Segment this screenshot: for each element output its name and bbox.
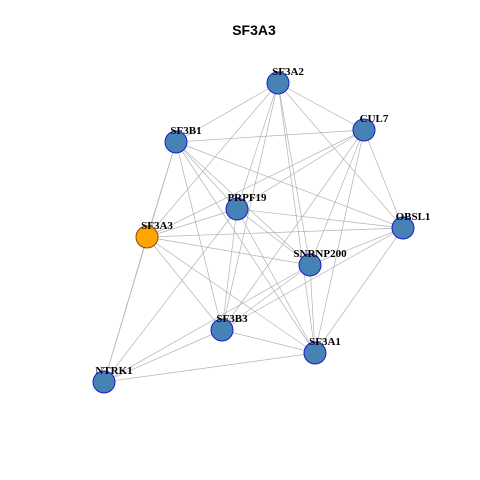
node-cul7[interactable]: [352, 118, 376, 142]
edge-obsl1-sf3a1: [314, 227, 404, 354]
edge-sf3a2-prpf19: [236, 82, 279, 210]
edge-sf3a2-sf3b3: [221, 82, 279, 331]
node-label-sf3a3: SF3A3: [141, 220, 173, 232]
edge-cul7-obsl1: [363, 129, 404, 229]
edge-obsl1-sf3b3: [221, 227, 404, 331]
edge-cul7-sf3b1: [175, 129, 365, 143]
node-label-sf3b3: SF3B3: [216, 313, 248, 325]
edge-snrnp200-sf3a1: [309, 264, 316, 354]
node-label-ntrk1: NTRK1: [95, 365, 132, 377]
node-snrnp200[interactable]: [298, 253, 322, 277]
edge-prpf19-sf3b3: [221, 208, 238, 331]
edge-sf3a2-sf3b1: [175, 82, 279, 143]
node-label-snrnp200: SNRNP200: [293, 248, 347, 260]
edge-cul7-sf3b3: [221, 129, 365, 331]
node-sf3a3[interactable]: [135, 225, 159, 249]
edge-sf3b1-prpf19: [175, 141, 238, 210]
edge-cul7-prpf19: [236, 129, 365, 210]
edge-sf3b1-sf3b3: [175, 141, 223, 331]
node-label-prpf19: PRPF19: [227, 192, 267, 204]
edge-prpf19-obsl1: [236, 208, 404, 229]
node-label-sf3a2: SF3A2: [272, 66, 304, 78]
edge-snrnp200-ntrk1: [103, 264, 311, 383]
edge-sf3a2-snrnp200: [277, 82, 311, 266]
edge-sf3a2-sf3a1: [277, 82, 316, 354]
node-label-cul7: CUL7: [360, 113, 389, 125]
node-prpf19[interactable]: [225, 197, 249, 221]
node-sf3a1[interactable]: [303, 341, 327, 365]
edge-sf3a3-snrnp200: [146, 236, 311, 266]
edge-sf3b1-obsl1: [175, 141, 404, 229]
node-label-sf3b1: SF3B1: [170, 125, 201, 137]
edge-snrnp200-sf3b3: [221, 264, 311, 331]
nodes-layer: [92, 71, 415, 394]
edge-sf3b3-sf3a1: [221, 329, 316, 354]
edge-prpf19-sf3a1: [236, 208, 316, 354]
edge-prpf19-snrnp200: [236, 208, 311, 266]
graph-title: SF3A3: [232, 22, 276, 38]
edge-sf3a3-obsl1: [146, 227, 404, 238]
edge-sf3a2-sf3a3: [146, 82, 279, 238]
edge-cul7-sf3a3: [146, 129, 365, 238]
node-obsl1[interactable]: [391, 216, 415, 240]
edges-layer: [103, 82, 404, 383]
edge-sf3b3-ntrk1: [103, 329, 223, 383]
edge-sf3a2-cul7: [277, 82, 365, 131]
node-sf3b3[interactable]: [210, 318, 234, 342]
edge-sf3a2-obsl1: [277, 82, 404, 229]
node-ntrk1[interactable]: [92, 370, 116, 394]
node-label-obsl1: OBSL1: [396, 211, 431, 223]
edge-cul7-sf3a1: [314, 129, 365, 354]
node-sf3b1[interactable]: [164, 130, 188, 154]
edge-obsl1-snrnp200: [309, 227, 404, 266]
edge-cul7-snrnp200: [309, 129, 365, 266]
node-label-sf3a1: SF3A1: [309, 336, 341, 348]
edge-sf3a3-ntrk1: [103, 236, 148, 383]
edge-sf3a1-ntrk1: [103, 352, 316, 383]
edge-prpf19-sf3a3: [146, 208, 238, 238]
edge-sf3b1-sf3a1: [175, 141, 316, 354]
node-sf3a2[interactable]: [266, 71, 290, 95]
edge-sf3a3-sf3a1: [146, 236, 316, 354]
edge-prpf19-ntrk1: [103, 208, 238, 383]
edge-sf3a3-sf3b3: [146, 236, 223, 331]
